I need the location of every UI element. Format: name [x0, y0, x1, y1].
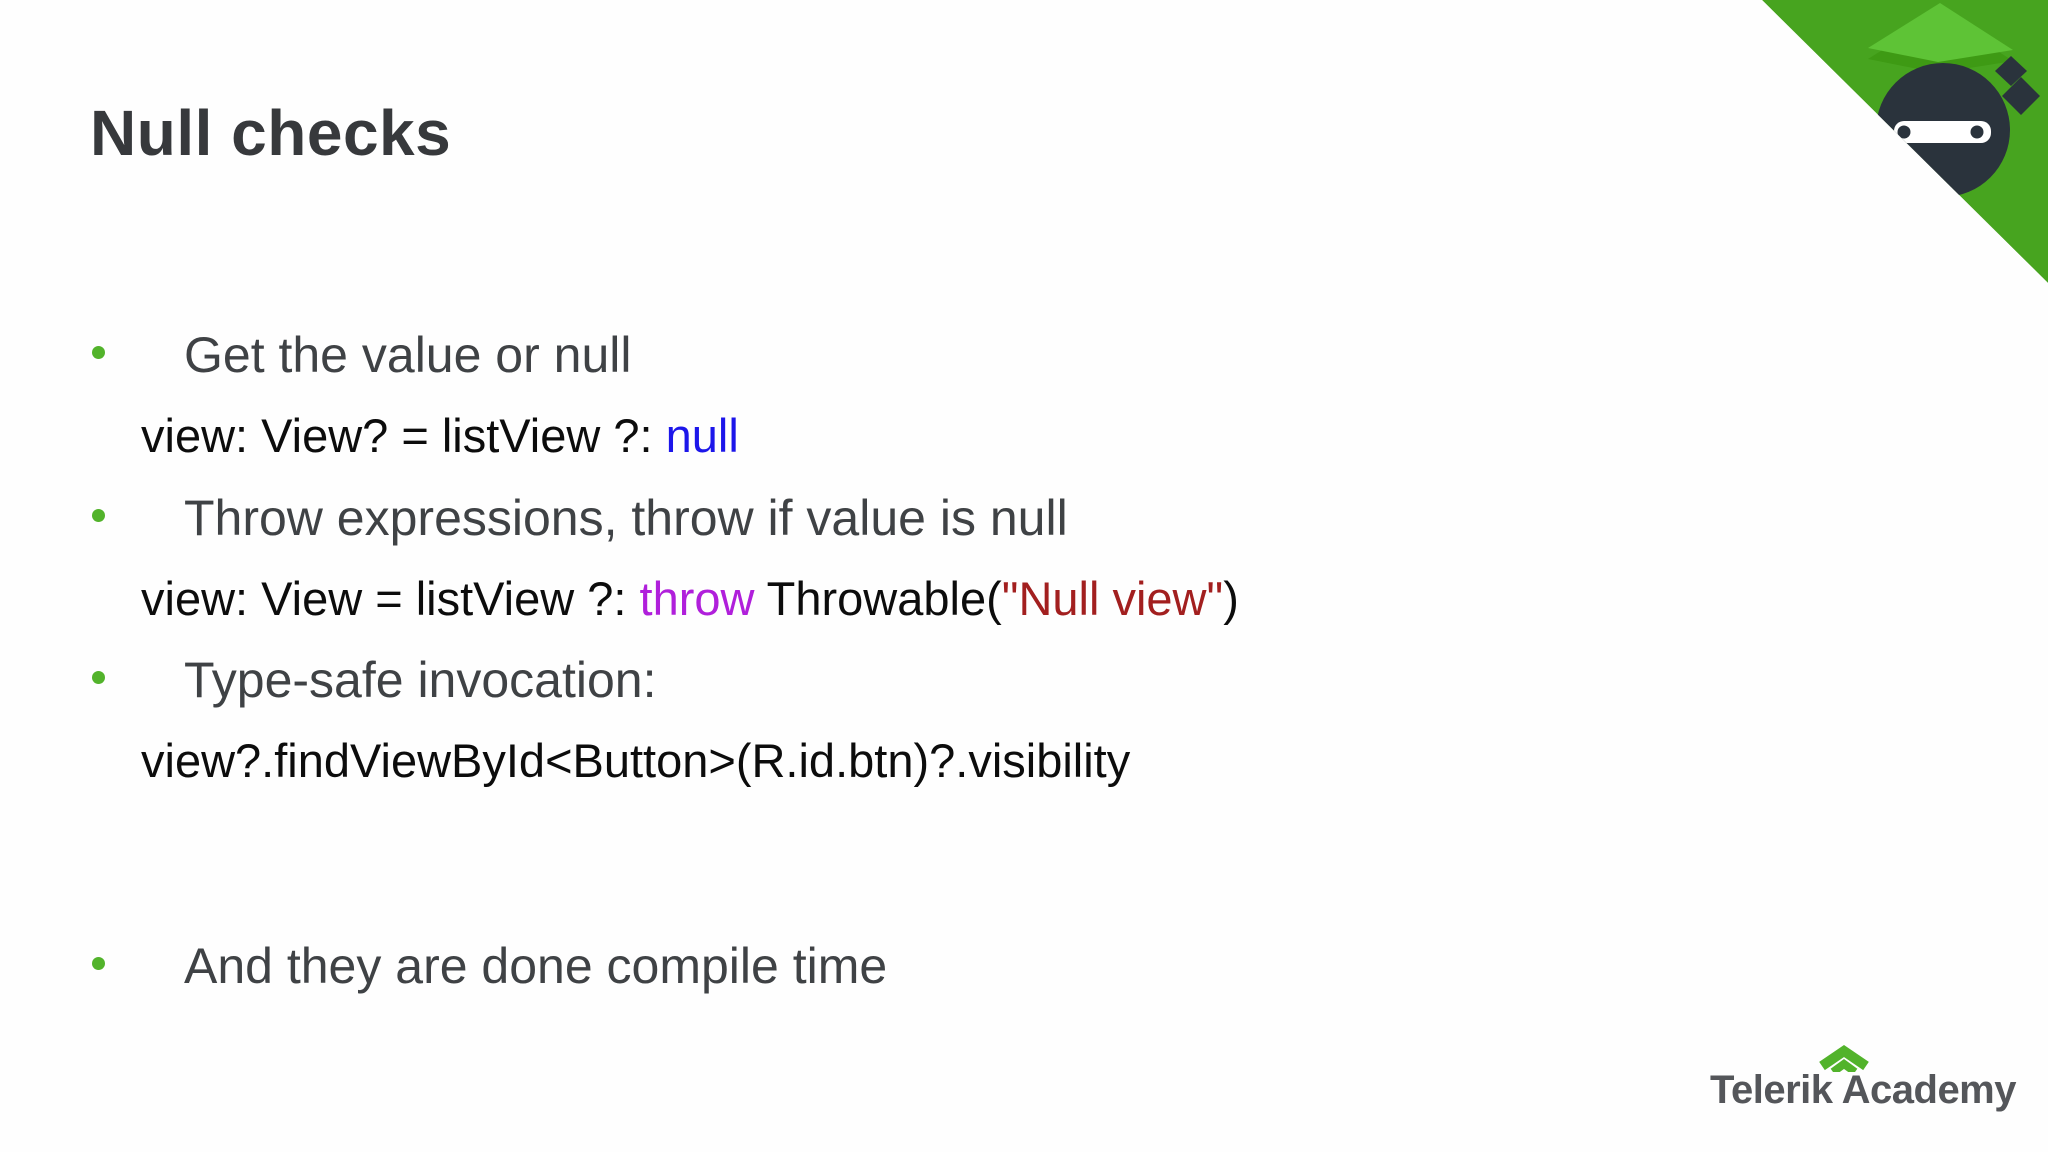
- code-keyword-null: null: [665, 409, 739, 462]
- bullet-dot-icon: [92, 346, 105, 359]
- academy-chevron-icon: [1819, 1044, 1869, 1072]
- code-text: view: View = listView ?:: [141, 572, 640, 625]
- graduation-cap: [1868, 3, 2013, 62]
- bullet-item: Type-safe invocation:: [92, 651, 657, 709]
- footer-brand-text: Telerik Academy: [1710, 1068, 2017, 1112]
- code-string-literal: "Null view": [1001, 572, 1224, 625]
- code-text: ): [1223, 572, 1239, 625]
- code-text: Throwable(: [754, 572, 1002, 625]
- ninja-academy-corner-logo-icon: [1762, 0, 2048, 283]
- bullet-dot-icon: [92, 509, 105, 522]
- tassel-diamond: [1995, 56, 2027, 86]
- code-line: view: View? = listView ?: null: [141, 408, 739, 463]
- bullet-item: Throw expressions, throw if value is nul…: [92, 489, 1068, 547]
- bullet-item: And they are done compile time: [92, 937, 887, 995]
- bullet-label: Get the value or null: [184, 327, 632, 383]
- code-text: view?.findViewById<Button>(R.id.btn)?.vi…: [141, 734, 1131, 787]
- code-line: view: View = listView ?: throw Throwable…: [141, 571, 1239, 626]
- bullet-label: Throw expressions, throw if value is nul…: [184, 490, 1068, 546]
- code-keyword-throw: throw: [639, 572, 755, 625]
- bullet-label: Type-safe invocation:: [184, 652, 657, 708]
- code-text: view: View? = listView ?:: [141, 409, 666, 462]
- page-title: Null checks: [90, 97, 452, 169]
- bullet-item: Get the value or null: [92, 326, 632, 384]
- code-line: view?.findViewById<Button>(R.id.btn)?.vi…: [141, 733, 1130, 788]
- ninja-eye-band: [1894, 121, 1991, 143]
- bullet-label: And they are done compile time: [184, 938, 888, 994]
- tassel-diamond: [2002, 77, 2040, 115]
- telerik-academy-logo: Telerik Academy: [1710, 1044, 2017, 1120]
- bullet-dot-icon: [92, 957, 105, 970]
- bullet-dot-icon: [92, 671, 105, 684]
